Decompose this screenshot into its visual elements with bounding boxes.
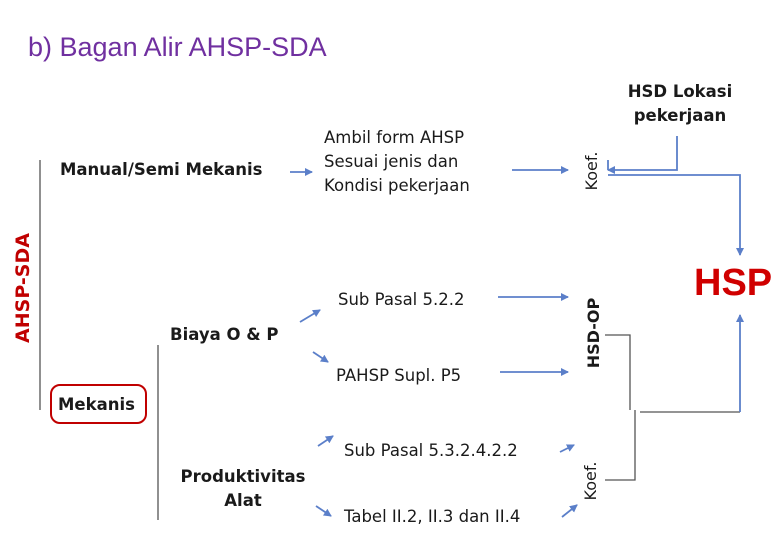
- hsd-op-label: HSD-OP: [584, 297, 603, 369]
- arrow-prod-to-53: [317, 435, 334, 447]
- arrow-53-to-koef: [559, 444, 575, 453]
- koef-top-label: Koef.: [582, 151, 601, 191]
- arrow-biaya-to-522: [299, 309, 321, 323]
- hsd-op-right-bracket: [605, 334, 631, 410]
- sub-pasal-532422-label: Sub Pasal 5.3.2.4.2.2: [344, 441, 518, 460]
- arrow-prod-to-tabel: [315, 505, 332, 517]
- manual-label: Manual/Semi Mekanis: [60, 160, 263, 179]
- sub-pasal-522-label: Sub Pasal 5.2.2: [338, 290, 465, 309]
- produktivitas-line-2: Alat: [224, 491, 262, 510]
- ambil-form-line-1: Ambil form AHSP: [324, 128, 465, 147]
- mekanis-label: Mekanis: [58, 395, 135, 414]
- ambil-form-line-3: Kondisi pekerjaan: [324, 176, 470, 195]
- pahsp-label: PAHSP Supl. P5: [336, 366, 462, 385]
- koef-bottom-right-bracket: [605, 410, 636, 481]
- koef-bottom-label: Koef.: [581, 461, 600, 501]
- hsd-lokasi-line-2: pekerjaan: [633, 106, 727, 125]
- produktivitas-line-1: Produktivitas: [180, 467, 306, 486]
- hsp-label: HSP: [694, 262, 773, 304]
- produktivitas-label: Produktivitas Alat: [168, 465, 318, 513]
- page-title: b) Bagan Alir AHSP-SDA: [28, 32, 327, 62]
- biaya-op-label: Biaya O & P: [170, 325, 279, 344]
- hsd-lokasi-line-1: HSD Lokasi: [627, 82, 733, 101]
- arrow-tabel-to-koef: [561, 504, 578, 518]
- tabel-label: Tabel II.2, II.3 dan II.4: [344, 507, 521, 526]
- arrow-biaya-to-pahsp: [312, 351, 329, 363]
- arrow-hsd-lokasi: [607, 136, 678, 174]
- ambil-form-label: Ambil form AHSP Sesuai jenis dan Kondisi…: [324, 126, 470, 198]
- mekanis-highlight-box: [50, 384, 147, 424]
- ambil-form-line-2: Sesuai jenis dan: [324, 152, 459, 171]
- side-label-ahsp-sda: AHSP-SDA: [12, 233, 34, 343]
- arrow-koef-to-hsp: [607, 160, 740, 255]
- hsd-lokasi-label: HSD Lokasi pekerjaan: [620, 80, 740, 128]
